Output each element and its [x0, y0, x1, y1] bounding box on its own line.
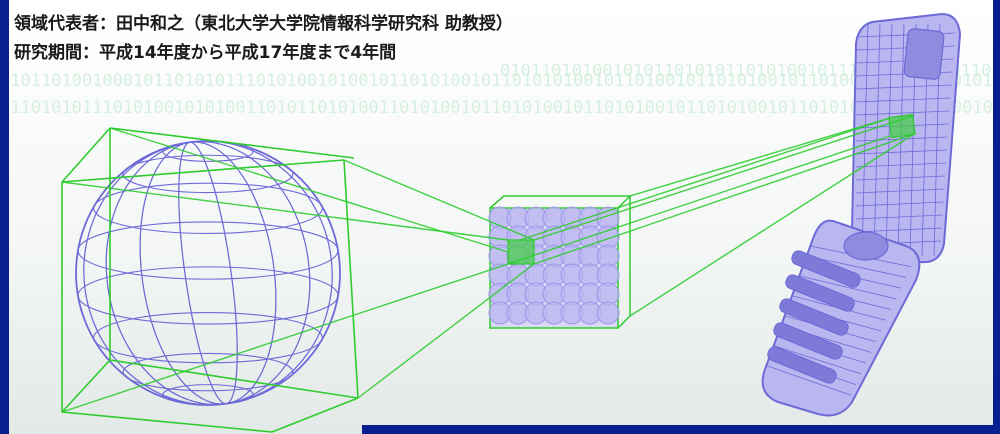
sphere-latitude-line: [122, 154, 294, 194]
projection-line: [629, 117, 891, 197]
phone-bottom-half: [761, 219, 921, 417]
phone-keypad-key: [773, 322, 843, 360]
sphere-latitude-line: [122, 352, 294, 392]
phone-mesh-line: [774, 345, 862, 375]
phone-screen: [903, 28, 945, 80]
sphere-bounding-box: [61, 127, 359, 433]
cluster-cube-side: [617, 196, 631, 329]
projection-line: [61, 181, 509, 241]
phone-focus-block: [888, 113, 916, 139]
projection-line: [507, 135, 891, 265]
phone-mesh-line: [799, 275, 897, 300]
wireframe-flip-phone: [761, 12, 962, 417]
projection-line: [61, 263, 509, 413]
sphere-latitude-line: [77, 221, 339, 280]
sphere-latitude-line: [77, 266, 339, 325]
bounding-box-edge: [61, 359, 111, 413]
sphere-outline: [75, 140, 341, 406]
cluster-sphere: [596, 301, 620, 325]
cluster-focus-block: [507, 239, 535, 265]
frame-right-edge: [993, 0, 1000, 434]
phone-mesh-line: [855, 175, 946, 181]
phone-hinge-pad: [843, 231, 889, 261]
projection-line: [533, 133, 915, 265]
phone-mesh-line: [861, 23, 869, 257]
phone-mesh-line: [855, 136, 948, 142]
phone-mesh-line: [885, 23, 893, 257]
bounding-box-edge: [61, 127, 111, 183]
projection-line: [343, 159, 535, 241]
phone-mesh-line: [855, 188, 945, 194]
phone-mesh-line: [855, 97, 951, 103]
phone-mesh-line: [855, 149, 948, 155]
sphere-longitude-line: [83, 140, 333, 406]
phone-keypad-key: [779, 298, 849, 336]
projection-line: [109, 127, 509, 253]
representative-caption: 領域代表者：田中和之（東北大学大学院情報科学研究科 助教授）: [14, 14, 513, 34]
sphere-latitude-line: [93, 182, 323, 235]
sphere-longitude-line: [178, 141, 238, 405]
sphere-cluster-cube: [488, 195, 632, 329]
phone-mesh-line: [855, 110, 950, 116]
binary-line-2: 0101101001000101101010111010100101001011…: [0, 71, 993, 91]
wireframe-sphere: [75, 140, 341, 406]
phone-mesh-line: [767, 365, 852, 396]
projection-line: [629, 133, 915, 317]
bounding-box-edge: [61, 411, 273, 433]
phone-keypad-key: [785, 274, 855, 312]
bounding-box-edge: [61, 159, 345, 183]
bounding-box-edge: [343, 159, 359, 399]
phone-keypad-key: [767, 346, 837, 384]
phone-keypad-key: [791, 250, 861, 288]
frame-bottom-edge: [362, 425, 1000, 434]
phone-mesh-line: [855, 84, 952, 90]
projection-line: [519, 117, 891, 241]
bounding-box-edge: [271, 397, 359, 433]
binary-line-3: 0110101011101010010101001101011010100110…: [0, 98, 993, 118]
cluster-cube-top: [489, 195, 632, 209]
projection-line: [533, 115, 913, 241]
phone-mesh-line: [897, 23, 905, 257]
phone-mesh-line: [855, 162, 947, 168]
projection-lines: [61, 115, 915, 413]
phone-mesh-line: [806, 255, 907, 278]
research-period-caption: 研究期間：平成14年度から平成17年度まで4年間: [14, 43, 397, 63]
bounding-box-edge: [109, 127, 355, 159]
projection-line: [357, 263, 535, 399]
frame-left-edge: [0, 0, 9, 434]
bounding-box-edge: [109, 359, 359, 399]
